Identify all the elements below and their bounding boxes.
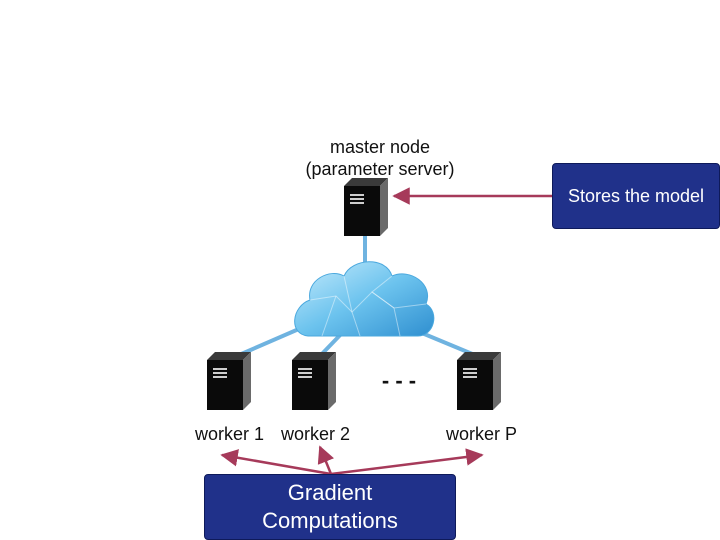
worker-ellipsis: - - - xyxy=(382,368,416,393)
master-node-title: master node xyxy=(329,137,431,157)
master-node-subtitle: (parameter server) xyxy=(305,159,455,179)
worker-2-label: worker 2 xyxy=(281,424,351,444)
worker-p-label: worker P xyxy=(446,424,518,444)
stores-model-text: Stores the model xyxy=(567,185,705,206)
arrow-grad-to-worker-1 xyxy=(220,449,332,476)
gradient-computations-callout: Gradient Computations xyxy=(204,474,456,540)
worker-2-server-icon xyxy=(291,351,337,411)
arrows xyxy=(220,187,552,476)
arrow-grad-to-worker-2 xyxy=(317,445,335,475)
worker-p-server-icon xyxy=(456,351,502,411)
master-server-icon xyxy=(343,177,389,237)
stores-model-callout: Stores the model xyxy=(552,163,720,229)
worker-1-label: worker 1 xyxy=(195,424,265,444)
gradient-text-line1: Gradient xyxy=(287,480,373,505)
gradient-text-line2: Computations xyxy=(262,508,398,533)
arrow-grad-to-worker-p xyxy=(330,448,484,476)
worker-1-server-icon xyxy=(206,351,252,411)
cloud-icon xyxy=(294,261,435,337)
master-node-label: master node (parameter server) xyxy=(300,136,460,180)
